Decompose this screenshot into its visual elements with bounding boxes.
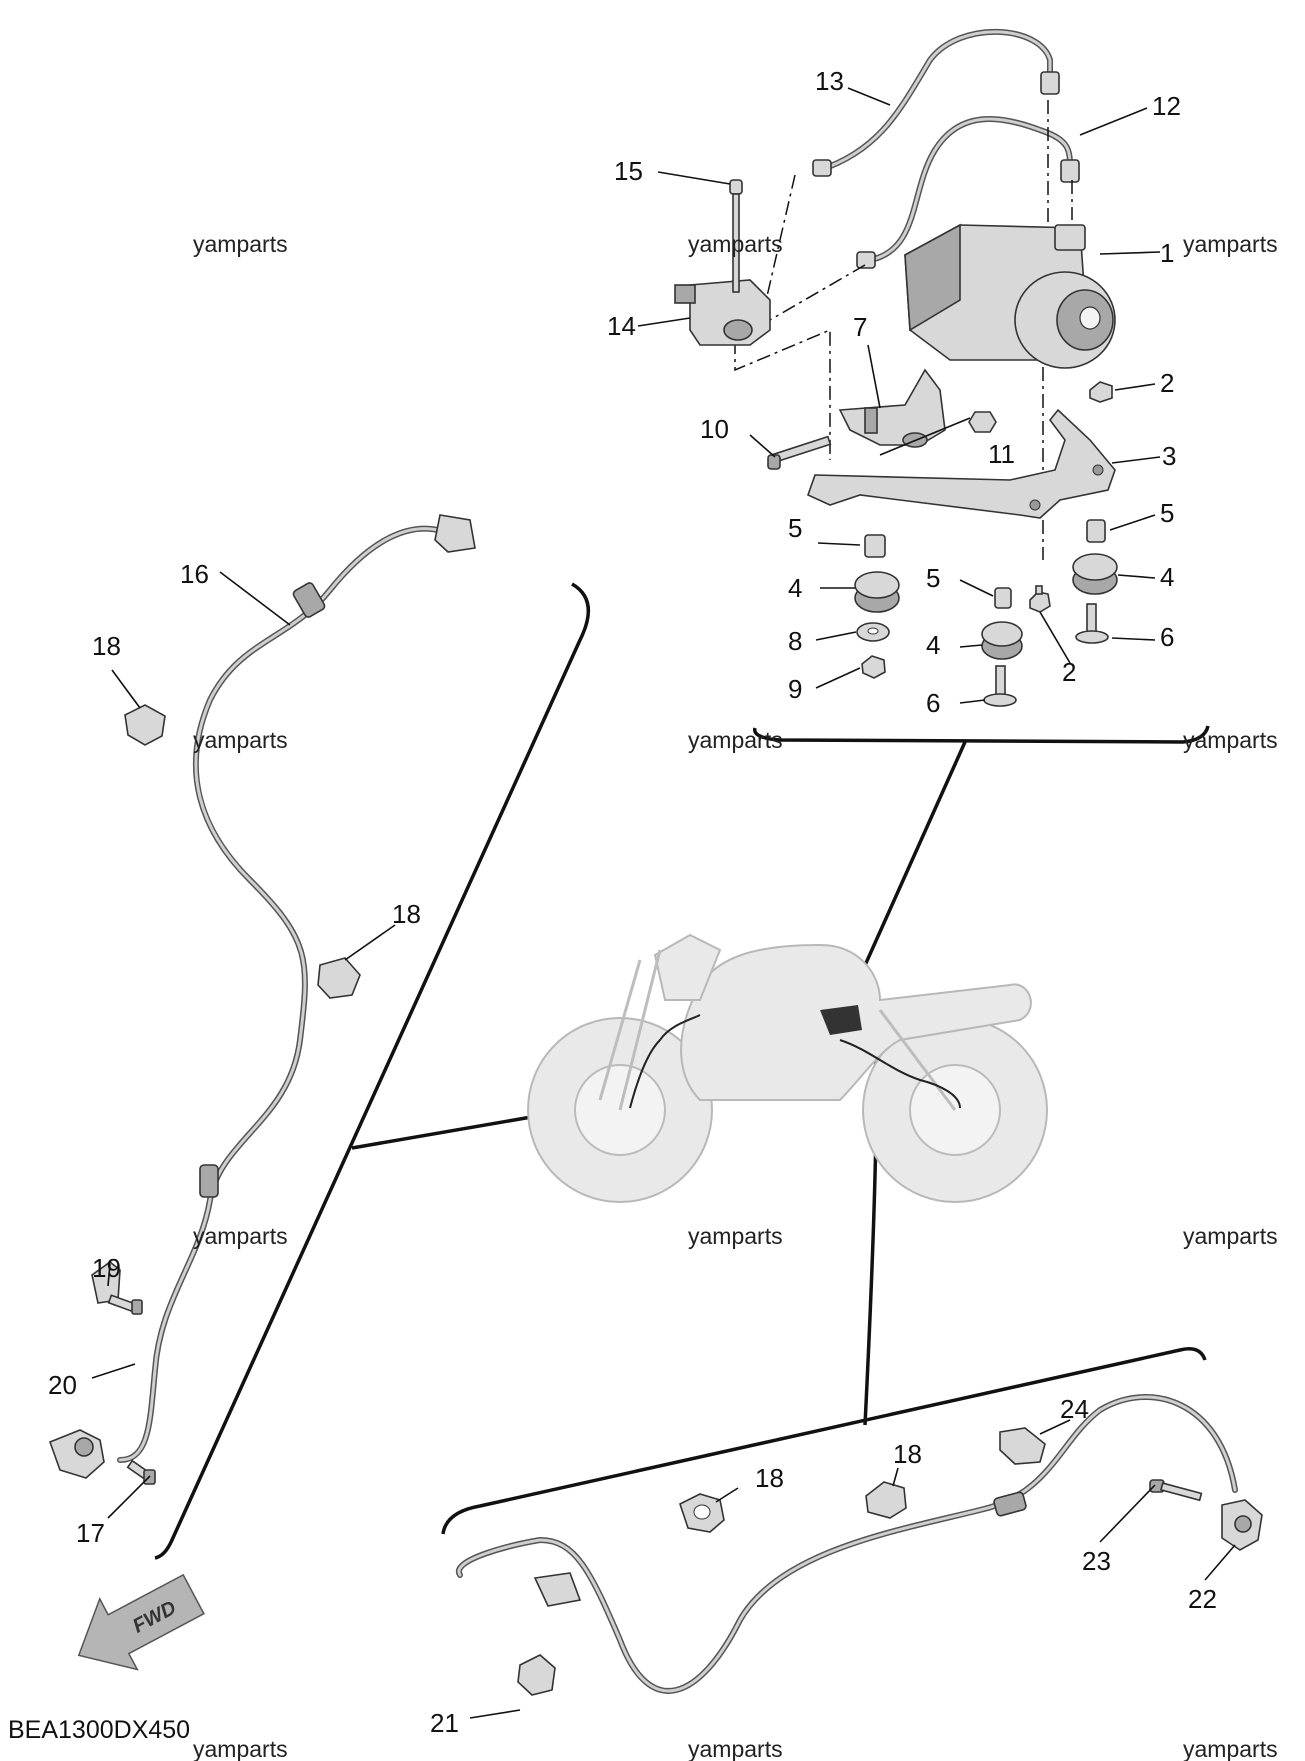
bolt-6 (983, 603, 1109, 707)
callout-5: 5 (1160, 498, 1174, 528)
callout-15: 15 (614, 156, 643, 186)
pipe-fitting (1060, 159, 1080, 183)
callout-11: 11 (988, 439, 1015, 469)
callout-7: 7 (853, 312, 867, 342)
callout-17: 17 (76, 1518, 105, 1548)
callout-8: 8 (788, 626, 802, 656)
bolt-20 (107, 1294, 143, 1315)
nut-9 (861, 655, 886, 679)
wheel-sensor-17 (48, 1429, 156, 1485)
watermark: yamparts (193, 1736, 288, 1761)
callout-23: 23 (1082, 1546, 1111, 1576)
watermark: yamparts (193, 1223, 288, 1249)
bolt-2 (1029, 585, 1051, 613)
forward-arrow: FWD (77, 1573, 205, 1671)
collar-5 (864, 519, 1106, 609)
sensor-bracket-19 (91, 1260, 121, 1304)
callout-18: 18 (893, 1439, 922, 1469)
watermark: yamparts (1183, 1736, 1278, 1761)
damper-4 (854, 553, 1118, 660)
grommet (199, 1164, 219, 1198)
watermark: yamparts (1183, 1223, 1278, 1249)
pipe-fitting (856, 251, 876, 269)
callout-19: 19 (92, 1253, 121, 1283)
grommet (993, 1491, 1027, 1517)
clamp-18 (865, 1481, 907, 1519)
bolt-23 (1149, 1479, 1203, 1502)
callout-5: 5 (788, 513, 802, 543)
callout-3: 3 (1162, 441, 1176, 471)
callout-2: 2 (1160, 368, 1174, 398)
front-sensor-group (48, 514, 476, 1519)
callout-labels: 1 2 2 3 4 4 4 5 5 5 6 6 7 8 9 10 11 12 1… (48, 66, 1217, 1738)
nut-11 (879, 411, 997, 456)
bolt-2 (1089, 381, 1113, 403)
pipe-fitting (812, 159, 832, 177)
clip-21 (517, 1654, 556, 1696)
callout-6: 6 (926, 688, 940, 718)
hydraulic-unit (904, 223, 1116, 369)
connector (533, 1572, 582, 1607)
callout-18: 18 (92, 631, 121, 661)
watermark: yamparts (193, 231, 288, 257)
callout-18: 18 (755, 1463, 784, 1493)
callout-1: 1 (1160, 238, 1174, 268)
watermark: yamparts (1183, 727, 1278, 753)
callout-6: 6 (1160, 622, 1174, 652)
callout-22: 22 (1188, 1584, 1217, 1614)
watermark: yamparts (193, 727, 288, 753)
callout-18: 18 (392, 899, 421, 929)
callout-4: 4 (788, 573, 802, 603)
callout-20: 20 (48, 1370, 77, 1400)
bracket-14 (674, 279, 771, 346)
clamp-18 (124, 704, 166, 746)
callout-13: 13 (815, 66, 844, 96)
watermark: yamparts (688, 231, 783, 257)
callout-21: 21 (430, 1708, 459, 1738)
callout-9: 9 (788, 674, 802, 704)
motorcycle-overview (527, 933, 1048, 1203)
bracket-3 (807, 408, 1116, 519)
washer-8 (856, 622, 890, 642)
watermark: yamparts (1183, 231, 1278, 257)
connector (434, 514, 476, 553)
bolt-15 (729, 179, 743, 293)
callout-4: 4 (1160, 562, 1174, 592)
watermarks: yamparts yamparts yamparts yamparts yamp… (193, 231, 1278, 1761)
clip-24 (999, 1427, 1046, 1465)
pipe-fitting (1040, 71, 1060, 95)
abs-unit-group (637, 28, 1161, 707)
callout-12: 12 (1152, 91, 1181, 121)
rear-sensor-group (455, 1394, 1263, 1719)
bolt-10 (767, 435, 832, 470)
callout-5: 5 (926, 563, 940, 593)
grommet (292, 582, 326, 618)
callout-14: 14 (607, 311, 636, 341)
callout-2: 2 (1062, 657, 1076, 687)
clamp-18 (317, 957, 361, 999)
watermark: yamparts (688, 727, 783, 753)
watermark: yamparts (688, 1223, 783, 1249)
callout-24: 24 (1060, 1394, 1089, 1424)
callout-16: 16 (180, 559, 209, 589)
callout-4: 4 (926, 630, 940, 660)
wheel-sensor-22 (1221, 1499, 1263, 1551)
callout-10: 10 (700, 414, 729, 444)
watermark: yamparts (688, 1736, 783, 1761)
diagram-code: BEA1300DX450 (8, 1716, 190, 1744)
